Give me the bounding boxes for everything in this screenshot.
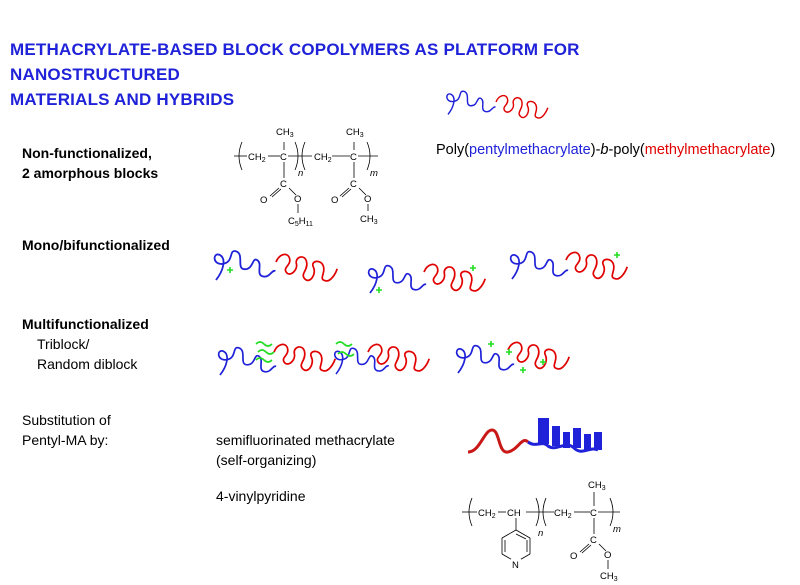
structure-p4vp-b-pmma: CH3 CH2 CH CH2 C C n m N O O CH3 [462,480,621,583]
svg-text:C: C [590,535,597,546]
svg-text:m: m [613,524,621,535]
label-mono-bifunctionalized: Mono/bifunctionalized [22,237,170,253]
svg-text:CH3: CH3 [360,214,378,226]
polymer-name: Poly(pentylmethacrylate)-b-poly(methylme… [436,142,776,158]
svg-text:n: n [298,168,303,179]
svg-text:CH2: CH2 [248,152,266,164]
svg-text:CH3: CH3 [588,480,606,492]
label-substitution: Substitution of Pentyl-MA by: [22,412,111,448]
svg-text:O: O [260,195,267,206]
coil-multi-3 [455,341,571,374]
title-line-2: MATERIALS AND HYBRIDS [10,90,235,109]
svg-text:C: C [280,179,287,190]
block-pentylmethacrylate: pentylmethacrylate [469,142,591,158]
coil-mono-3 [509,250,629,280]
svg-text:CH2: CH2 [314,152,332,164]
title-line-1: METHACRYLATE-BASED BLOCK COPOLYMERS AS P… [10,40,580,84]
svg-text:C: C [590,508,597,519]
label-multifunctionalized: Multifunctionalized Triblock/ Random dib… [22,316,149,372]
svg-text:n: n [538,528,543,539]
svg-text:O: O [570,551,577,562]
svg-text:C: C [350,152,357,163]
svg-text:CH2: CH2 [478,508,496,520]
svg-text:CH2: CH2 [554,508,572,520]
page-title: METHACRYLATE-BASED BLOCK COPOLYMERS AS P… [10,37,610,112]
text-semifluorinated: semifluorinated methacrylate (self-organ… [216,432,395,468]
svg-text:O: O [294,194,301,205]
svg-text:O: O [604,550,611,561]
label-non-functionalized: Non-functionalized, 2 amorphous blocks [22,145,159,181]
svg-text:CH: CH [507,508,521,519]
functional-groups [227,252,620,373]
coil-multi-2 [333,343,431,375]
coil-mono-2 [367,263,487,294]
text-vinylpyridine: 4-vinylpyridine [216,488,306,504]
coil-diblock-top [446,90,549,119]
semifluorinated-illustration [467,418,602,454]
structure-ppma-b-pmma: CH3 CH3 CH2 CH2 C C C C n m O O O O C5H1… [234,127,378,228]
coil-mono-1 [213,250,339,282]
block-methylmethacrylate: methylmethacrylate [644,142,771,158]
svg-text:CH3: CH3 [600,571,618,583]
svg-text:m: m [370,168,378,179]
svg-text:N: N [512,560,519,571]
svg-text:CH3: CH3 [346,127,364,139]
svg-text:C: C [280,152,287,163]
svg-text:C: C [350,179,357,190]
svg-text:O: O [331,195,338,206]
svg-text:CH3: CH3 [276,127,294,139]
coil-multi-1 [217,343,337,376]
svg-text:O: O [364,194,371,205]
